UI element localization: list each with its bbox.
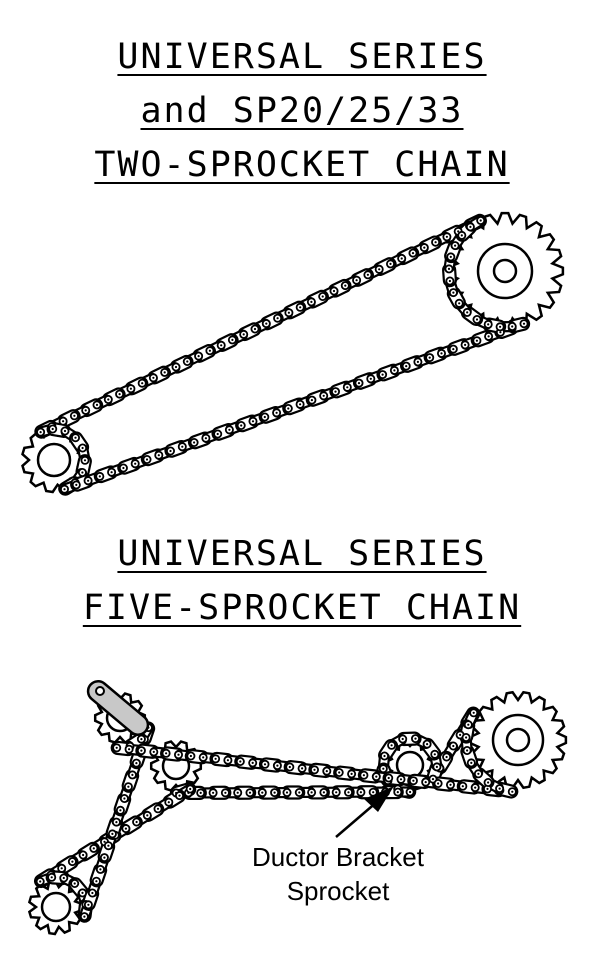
- tensioner-arm: [86, 680, 150, 736]
- drive-sprocket-large: [468, 690, 568, 790]
- diagram1-title-line-2: and SP20/25/33: [140, 91, 464, 131]
- callout-label-line-2: Sprocket: [286, 876, 390, 906]
- diagram1-title-line-3: TWO-SPROCKET CHAIN: [94, 145, 510, 185]
- two-sprocket-chain-diagram: [21, 211, 565, 496]
- diagram2-title-line-1: UNIVERSAL SERIES: [117, 534, 487, 574]
- diagram2-title-line-2: FIVE-SPROCKET CHAIN: [82, 588, 522, 628]
- two-sprocket-roller-chain: [34, 213, 531, 496]
- drive-sprocket-large: [445, 211, 565, 331]
- diagram1-title-line-1: UNIVERSAL SERIES: [117, 37, 487, 77]
- callout-label-line-1: Ductor Bracket: [252, 842, 424, 872]
- callout-arrow: [335, 786, 394, 838]
- five-sprocket-roller-chain: [33, 706, 519, 923]
- five-sprocket-chain-diagram: [27, 680, 568, 936]
